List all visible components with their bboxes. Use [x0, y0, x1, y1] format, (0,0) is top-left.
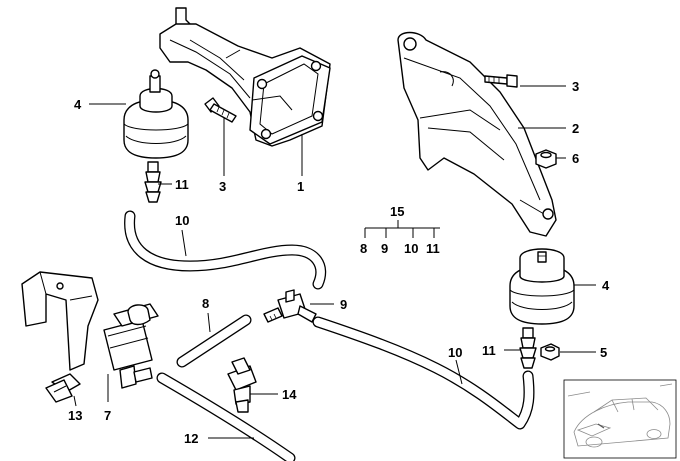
callout-11-left: 11 — [175, 177, 189, 192]
callout-10-left: 10 — [175, 213, 189, 228]
long-hose[interactable] — [156, 372, 296, 461]
callout-15: 15 — [390, 204, 404, 219]
callout-11-right: 11 — [482, 343, 496, 358]
callout-12: 12 — [184, 431, 198, 446]
vehicle-thumbnail[interactable] — [563, 379, 677, 459]
bolt-left[interactable] — [204, 97, 237, 123]
callout-1: 1 — [297, 179, 304, 194]
t-connector[interactable] — [263, 289, 317, 323]
valve-mounting-bracket[interactable] — [21, 271, 99, 403]
callout-11-group: 11 — [426, 241, 440, 256]
callout-3-left: 3 — [219, 179, 226, 194]
hose-connector-right[interactable] — [519, 327, 537, 369]
callout-10-right: 10 — [448, 345, 462, 360]
callout-8: 8 — [202, 296, 209, 311]
callout-9-group: 9 — [381, 241, 388, 256]
callout-4-right: 4 — [602, 278, 610, 293]
leader-lines — [73, 85, 596, 439]
engine-support-bracket-left[interactable] — [159, 7, 331, 147]
callout-4-left: 4 — [74, 97, 82, 112]
callout-8-group: 8 — [360, 241, 367, 256]
vacuum-hose-right[interactable] — [312, 316, 535, 430]
straight-hose[interactable] — [176, 314, 252, 368]
callout-6: 6 — [572, 151, 579, 166]
callout-13: 13 — [68, 408, 82, 423]
callout-3-right: 3 — [572, 79, 579, 94]
engine-mount-left[interactable] — [123, 69, 189, 159]
callout-labels: 4 3 1 11 10 3 2 6 15 8 9 10 11 4 9 8 10 … — [68, 79, 610, 446]
solenoid-valve[interactable] — [103, 303, 159, 389]
check-valve[interactable] — [227, 357, 257, 413]
callout-10-group: 10 — [404, 241, 418, 256]
callout-7: 7 — [104, 408, 111, 423]
callout-14: 14 — [282, 387, 297, 402]
engine-support-bracket-right[interactable] — [397, 31, 557, 237]
bolt-right[interactable] — [484, 74, 518, 88]
callout-2: 2 — [572, 121, 579, 136]
washer[interactable] — [540, 343, 560, 361]
nut[interactable] — [535, 149, 557, 169]
vacuum-hose-upper[interactable] — [124, 210, 327, 290]
engine-mount-right[interactable] — [509, 248, 575, 325]
callout-5: 5 — [600, 345, 607, 360]
callout-9: 9 — [340, 297, 347, 312]
hose-connector-left[interactable] — [144, 161, 162, 203]
